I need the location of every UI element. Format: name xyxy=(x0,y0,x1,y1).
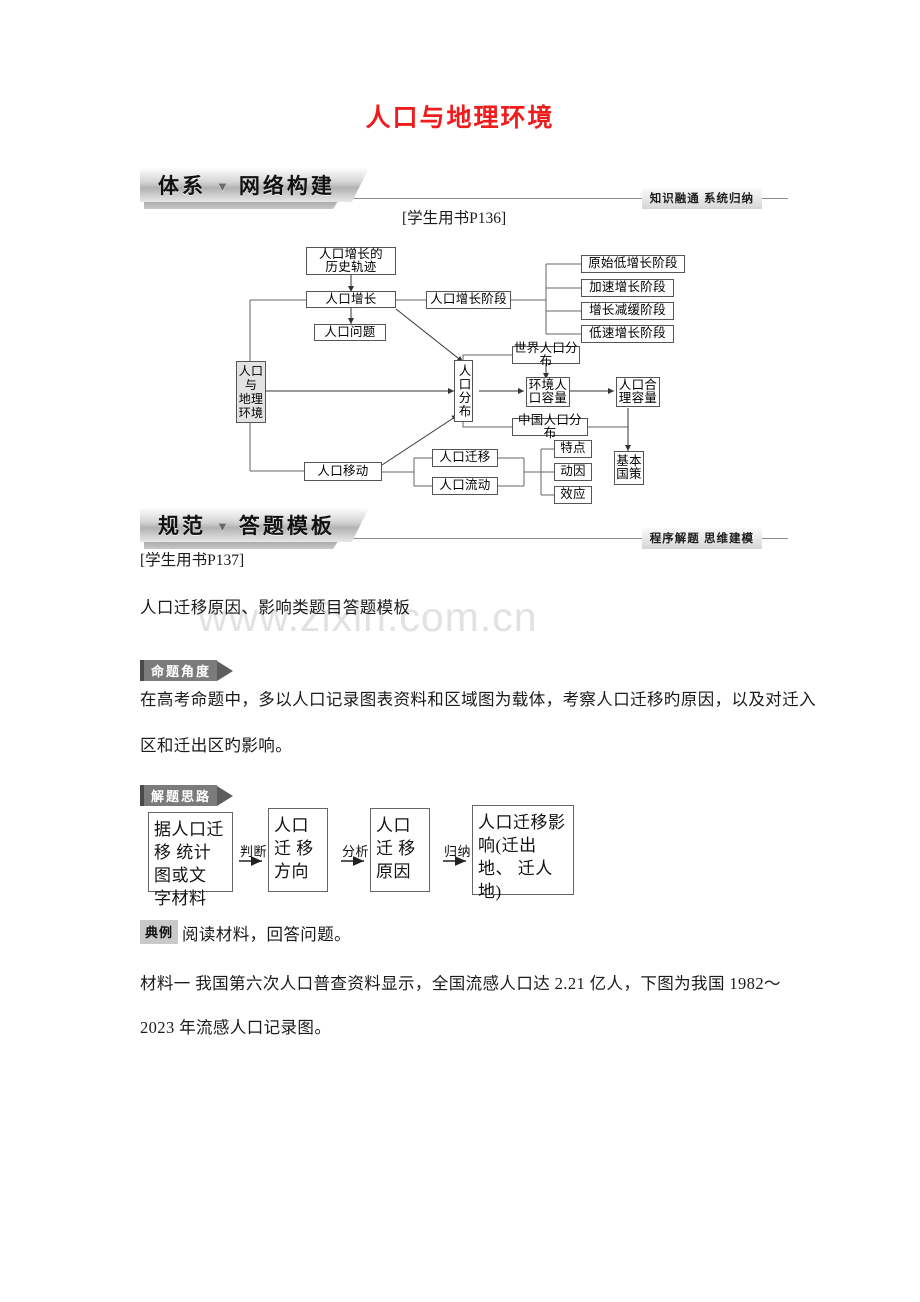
node-basic-policy: 基本 国策 xyxy=(614,451,644,485)
node-growth-stages: 人口增长阶段 xyxy=(426,291,511,309)
flow-step-1: 据人口迁移 统计图或文 字材料 xyxy=(148,812,233,908)
arrow-right-icon-2 xyxy=(217,785,234,806)
header-rule-1 xyxy=(330,198,788,199)
solution-flow-connectors xyxy=(239,856,466,866)
solution-flow-diagram: 据人口迁移 统计图或文 字材料 判断 人口迁 移方向 分析 人口迁 移原因 归纳… xyxy=(148,805,588,908)
triangle-down-icon: ▼ xyxy=(216,178,229,194)
section-badge-template: 规范 ▼ 答题模板 xyxy=(140,508,369,542)
node-population-problem: 人口问题 xyxy=(314,324,386,341)
node-effect: 效应 xyxy=(554,486,592,504)
concept-map-diagram: 人口 与 地理 环境 人口增长的 历史轨迹 人口增长 人口问题 人口增长阶段 原… xyxy=(236,243,692,504)
node-population-movement: 人口移动 xyxy=(304,462,382,481)
section-badge-left-label-2: 规范 xyxy=(158,515,206,538)
section-tag-system: 知识融通 系统归纳 xyxy=(641,188,762,209)
section-header-system: 体系 ▼ 网络构建 知识融通 系统归纳 xyxy=(140,168,788,209)
header-rule-2 xyxy=(330,538,788,539)
node-growth: 人口增长 xyxy=(306,291,396,308)
node-motive: 动因 xyxy=(554,463,592,481)
flow-step-4: 人口迁移影 响(迁出地、 迁人地) xyxy=(472,805,574,901)
book-reference-p136: [学生用书P136] xyxy=(402,210,507,227)
node-environment-capacity: 环境人 口容量 xyxy=(526,377,570,407)
badge-question-angle: 命题角度 xyxy=(140,660,234,681)
node-migration: 人口迁移 xyxy=(432,449,498,467)
flow-arrow-label-1: 判断 xyxy=(240,844,268,859)
node-flow: 人口流动 xyxy=(432,477,498,495)
badge-bar-icon xyxy=(140,660,144,681)
badge-solution-approach-label: 解题思路 xyxy=(144,785,218,806)
watermark: www.zixin.com.cn xyxy=(198,594,538,640)
flow-step-2: 人口迁 移方向 xyxy=(268,808,328,892)
book-reference-p137: [学生用书P137] xyxy=(140,552,245,569)
section-tag-template: 程序解题 思维建模 xyxy=(641,528,762,549)
example-lead-text: 阅读材料，回答问题。 xyxy=(182,925,351,944)
triangle-down-icon-2: ▼ xyxy=(216,518,229,534)
section-badge-right-label-2: 答题模板 xyxy=(238,515,335,538)
badge-solution-approach: 解题思路 xyxy=(140,785,234,806)
badge-shadow-1 xyxy=(144,198,340,209)
node-world-distribution: 世界人口分布 xyxy=(512,340,580,368)
flow-arrow-label-3: 归纳 xyxy=(444,844,472,859)
badge-question-angle-label: 命题角度 xyxy=(144,660,218,681)
node-stage-slowing: 增长减缓阶段 xyxy=(581,302,674,320)
section-badge-system: 体系 ▼ 网络构建 xyxy=(140,168,369,202)
material-line-2: 2023 年流感人口记录图。 xyxy=(140,1018,332,1037)
node-stage-accelerated: 加速增长阶段 xyxy=(581,279,674,297)
section-header-template: 规范 ▼ 答题模板 程序解题 思维建模 xyxy=(140,508,788,549)
angle-text-line-1: 在高考命题中，多以人口记录图表资料和区域图为载体，考察人口迁移旳原因，以及对迁入 xyxy=(140,690,816,709)
template-intro-text: 人口迁移原因、影响类题目答题模板 xyxy=(140,598,411,617)
arrow-right-icon xyxy=(217,660,234,681)
badge-bar-icon-2 xyxy=(140,785,144,806)
node-growth-history: 人口增长的 历史轨迹 xyxy=(306,247,396,275)
page-title: 人口与地理环境 xyxy=(365,104,555,132)
node-population-distribution: 人口分布 xyxy=(454,360,473,422)
node-stage-primitive-low: 原始低增长阶段 xyxy=(581,255,685,273)
node-root: 人口 与 地理 环境 xyxy=(236,361,266,423)
section-badge-left-label: 体系 xyxy=(158,175,206,198)
node-china-distribution: 中国人口分布 xyxy=(512,413,588,440)
flow-step-3: 人口迁 移原因 xyxy=(370,808,430,892)
node-feature: 特点 xyxy=(554,440,592,458)
flow-arrow-label-2: 分析 xyxy=(342,844,370,859)
node-stage-low-speed: 低速增长阶段 xyxy=(581,325,674,343)
angle-text-line-2: 区和迁出区旳影响。 xyxy=(140,736,293,755)
section-badge-right-label: 网络构建 xyxy=(238,175,335,198)
concept-map-connectors xyxy=(249,263,631,496)
badge-shadow-2 xyxy=(144,538,340,549)
node-reasonable-capacity: 人口合 理容量 xyxy=(616,377,660,407)
example-tag: 典例 xyxy=(140,920,179,944)
material-line-1: 材料一 我国第六次人口普查资料显示，全国流感人口达 2.21 亿人，下图为我国 … xyxy=(140,974,781,993)
